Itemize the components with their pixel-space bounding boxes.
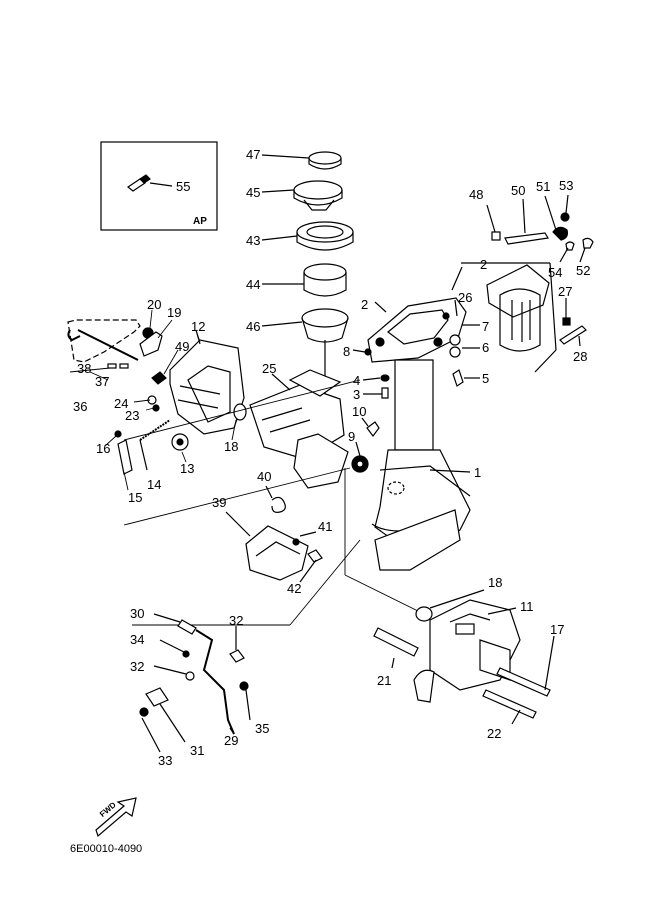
part-26-bracket — [461, 262, 557, 373]
callout-51: 51 — [536, 179, 551, 194]
callout-35: 35 — [255, 721, 270, 736]
callout-32-upper: 32 — [229, 613, 244, 628]
callout-44: 44 — [246, 277, 261, 292]
callout-16: 16 — [96, 441, 111, 456]
part-18-washer-lower — [415, 589, 485, 622]
callout-2-lower: 2 — [361, 297, 369, 312]
part-44-holder — [262, 263, 347, 297]
part-40-spring — [265, 485, 286, 513]
part-3-4-8-screws — [352, 348, 390, 399]
part-45-seal — [261, 180, 343, 211]
upper-mount-plate — [367, 266, 467, 363]
parts-48-54-linkage — [486, 194, 594, 263]
callout-17: 17 — [550, 622, 565, 637]
callout-9: 9 — [348, 429, 356, 444]
callout-43: 43 — [246, 233, 261, 248]
callout-12: 12 — [191, 319, 206, 334]
callout-27: 27 — [558, 284, 573, 299]
callout-5: 5 — [482, 371, 490, 386]
callout-14: 14 — [147, 477, 162, 492]
callout-2-upper: 2 — [480, 257, 488, 272]
callout-37: 37 — [95, 374, 110, 389]
callout-6: 6 — [482, 340, 490, 355]
callout-55: 55 — [176, 179, 191, 194]
part-39-stopper — [225, 511, 309, 581]
callout-53: 53 — [559, 178, 574, 193]
part-27-nut — [562, 298, 571, 326]
part-25-swivel-bracket — [249, 369, 349, 489]
part-14-spring — [139, 419, 171, 471]
part-55-fitting — [126, 174, 173, 192]
part-11-clamp-bracket — [413, 599, 521, 703]
callout-48: 48 — [469, 187, 484, 202]
part-15-16-link — [114, 430, 133, 475]
parts-32-34-35 — [153, 626, 251, 721]
fasteners-5-6-7 — [449, 299, 480, 387]
callout-19: 19 — [167, 305, 182, 320]
callout-31: 31 — [190, 743, 205, 758]
callout-7: 7 — [482, 319, 490, 334]
callout-40: 40 — [257, 469, 272, 484]
callout-28: 28 — [573, 349, 588, 364]
callout-18-lower: 18 — [488, 575, 503, 590]
part-21-pin — [373, 627, 419, 669]
callout-32-lower: 32 — [130, 659, 145, 674]
callout-54: 54 — [548, 265, 563, 280]
callout-25: 25 — [262, 361, 277, 376]
callout-49: 49 — [175, 339, 190, 354]
part-13-bushing — [171, 433, 189, 451]
callout-11: 11 — [520, 599, 534, 614]
leader-lines — [69, 309, 421, 626]
callout-22: 22 — [487, 726, 502, 741]
callout-39: 39 — [212, 495, 227, 510]
part-41-42-pin — [292, 531, 323, 583]
callout-13: 13 — [180, 461, 195, 476]
part-46-bushing — [261, 308, 349, 343]
callout-8: 8 — [343, 344, 351, 359]
callout-45: 45 — [246, 185, 261, 200]
callout-1: 1 — [474, 465, 482, 480]
callout-38: 38 — [77, 361, 92, 376]
part-29-rod — [195, 629, 235, 735]
callout-29: 29 — [224, 733, 239, 748]
callout-50: 50 — [511, 183, 526, 198]
callout-42: 42 — [287, 581, 302, 596]
callout-20: 20 — [147, 297, 162, 312]
callout-3: 3 — [353, 387, 361, 402]
inset-tag: AP — [193, 216, 207, 227]
callout-26: 26 — [458, 290, 473, 305]
part-47-clamp — [261, 151, 342, 170]
part-31-33-bracket — [139, 687, 186, 753]
part-22-bolt — [482, 689, 537, 725]
callout-47: 47 — [246, 147, 261, 162]
part-1-drive-shaft-housing — [371, 359, 471, 571]
part-43-seal — [261, 221, 354, 251]
callout-46: 46 — [246, 319, 261, 334]
callout-24: 24 — [114, 396, 129, 411]
part-36-38-lever — [67, 319, 141, 369]
callout-41: 41 — [318, 519, 333, 534]
callout-18-upper: 18 — [224, 439, 239, 454]
callout-52: 52 — [576, 263, 591, 278]
drawing-code: 6E00010-4090 — [70, 843, 143, 855]
inset-box — [100, 141, 218, 231]
fwd-arrow-icon — [95, 797, 137, 838]
callout-30: 30 — [130, 606, 145, 621]
callout-4: 4 — [353, 373, 361, 388]
callout-36: 36 — [73, 399, 88, 414]
callout-21: 21 — [377, 673, 392, 688]
callout-33: 33 — [158, 753, 173, 768]
callout-23: 23 — [125, 408, 140, 423]
callout-10: 10 — [352, 404, 367, 419]
part-9-10-bushings — [351, 417, 380, 473]
part-30-grip — [153, 613, 197, 635]
part-28-bolt — [559, 325, 587, 347]
callout-34: 34 — [130, 632, 145, 647]
part-17-bolt — [496, 635, 555, 697]
parts-19-20-49-24-23 — [139, 327, 167, 412]
callout-15: 15 — [128, 490, 143, 505]
